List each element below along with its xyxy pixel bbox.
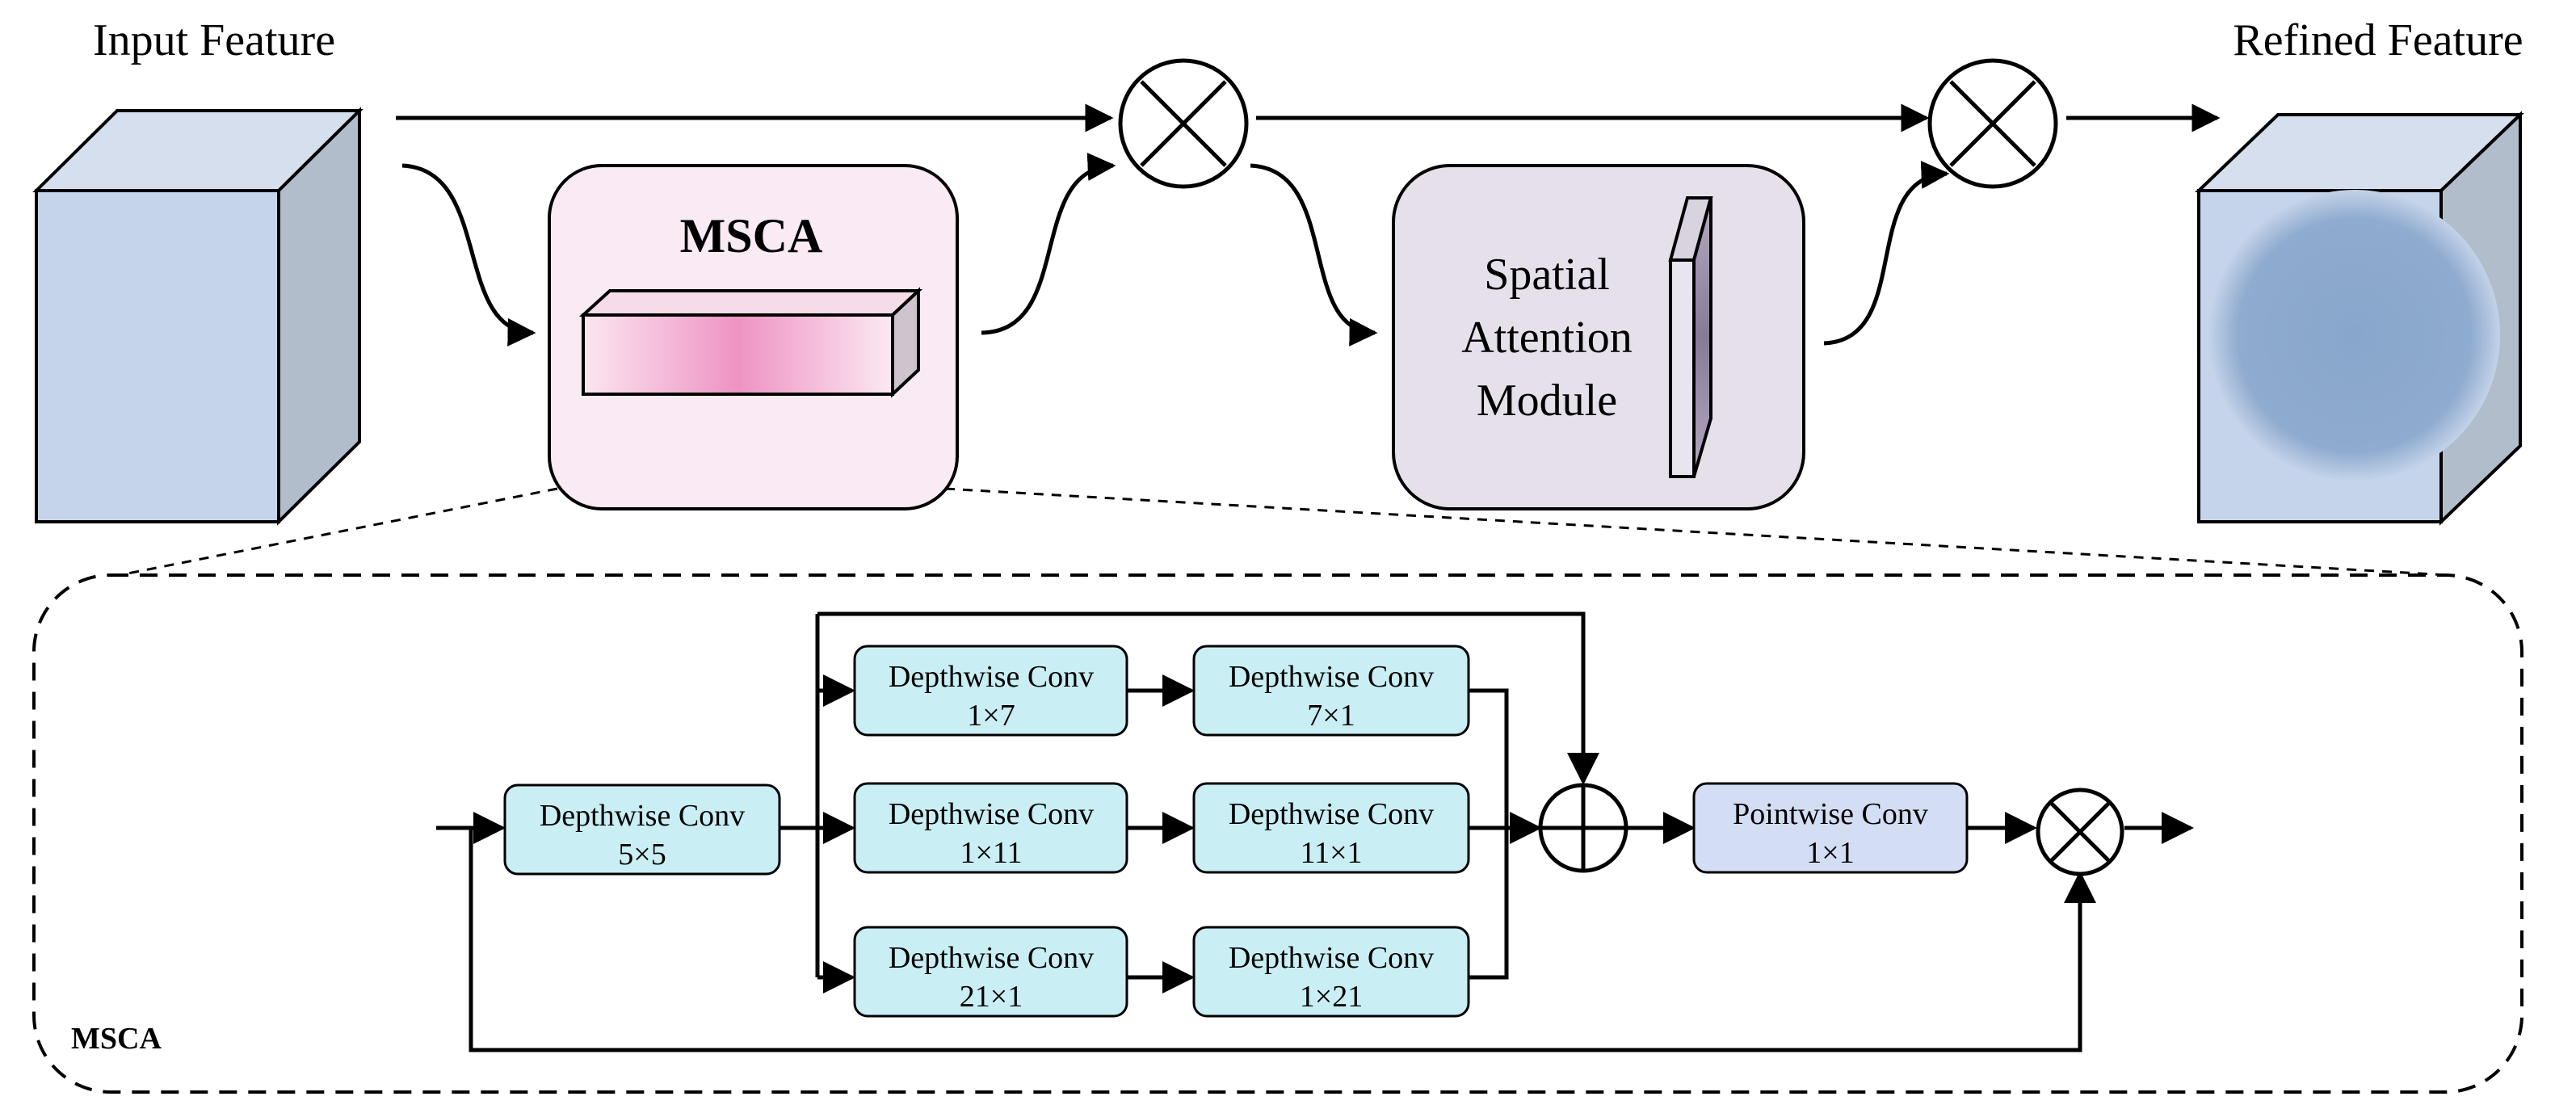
svg-text:1×21: 1×21: [1300, 980, 1363, 1014]
svg-text:Depthwise Conv: Depthwise Conv: [1229, 797, 1434, 831]
svg-text:5×5: 5×5: [618, 838, 666, 872]
svg-text:Depthwise Conv: Depthwise Conv: [889, 660, 1094, 694]
to-sam-arrow: [1250, 163, 1378, 347]
msca-panel-label: MSCA: [71, 1022, 162, 1056]
svg-text:Depthwise Conv: Depthwise Conv: [889, 797, 1094, 831]
svg-text:Depthwise Conv: Depthwise Conv: [1229, 660, 1434, 694]
multiply-icon-3: [2036, 788, 2124, 876]
from-msca-arrow: [981, 153, 1116, 335]
input-feature-label: Input Feature: [93, 15, 335, 65]
attention-plate-icon: [1668, 196, 1713, 478]
to-msca-arrow: [401, 163, 536, 347]
add-icon: [1538, 783, 1628, 873]
from-sam-arrow: [1823, 161, 1950, 346]
sam-label-line1: Spatial: [1484, 250, 1610, 300]
depthwise-conv-1x7: Depthwise Conv 1×7: [853, 645, 1128, 737]
svg-text:21×1: 21×1: [960, 980, 1023, 1014]
msca-block: MSCA: [548, 164, 959, 510]
top-arrows: [396, 103, 2221, 347]
multiply-icon-1: [1118, 58, 1249, 189]
svg-text:1×1: 1×1: [1806, 836, 1854, 870]
refined-feature-cube: [2195, 111, 2524, 526]
depthwise-conv-11x1: Depthwise Conv 11×1: [1192, 782, 1470, 874]
svg-text:1×7: 1×7: [967, 699, 1015, 733]
svg-text:Depthwise Conv: Depthwise Conv: [540, 799, 745, 833]
pointwise-conv-1x1: Pointwise Conv 1×1: [1692, 782, 1969, 874]
depthwise-conv-21x1: Depthwise Conv 21×1: [853, 926, 1128, 1018]
detail-wiring: [436, 611, 2194, 1052]
zoom-lines: [119, 487, 2448, 577]
depthwise-conv-1x11: Depthwise Conv 1×11: [853, 782, 1128, 874]
depthwise-conv-7x1: Depthwise Conv 7×1: [1192, 645, 1470, 737]
svg-text:11×1: 11×1: [1300, 836, 1362, 870]
refined-feature-label: Refined Feature: [2233, 15, 2523, 65]
sam-label-line3: Module: [1477, 376, 1617, 426]
svg-text:7×1: 7×1: [1307, 699, 1355, 733]
msca-bar-icon: [578, 287, 923, 398]
refined-attention-blob: [2209, 190, 2500, 481]
multiply-icon-2: [1927, 58, 2058, 189]
msca-detail-panel: [32, 573, 2523, 1094]
depthwise-conv-5x5: Depthwise Conv 5×5: [503, 783, 781, 876]
depthwise-conv-1x21: Depthwise Conv 1×21: [1192, 926, 1470, 1018]
input-feature-cube: [32, 107, 363, 526]
svg-text:Pointwise Conv: Pointwise Conv: [1733, 797, 1928, 831]
svg-text:Depthwise Conv: Depthwise Conv: [889, 941, 1094, 975]
svg-text:Depthwise Conv: Depthwise Conv: [1229, 941, 1434, 975]
spatial-attention-module: Spatial Attention Module: [1392, 164, 1805, 510]
sam-label-line2: Attention: [1461, 313, 1633, 363]
msca-title: MSCA: [680, 209, 823, 263]
svg-text:1×11: 1×11: [960, 836, 1022, 870]
